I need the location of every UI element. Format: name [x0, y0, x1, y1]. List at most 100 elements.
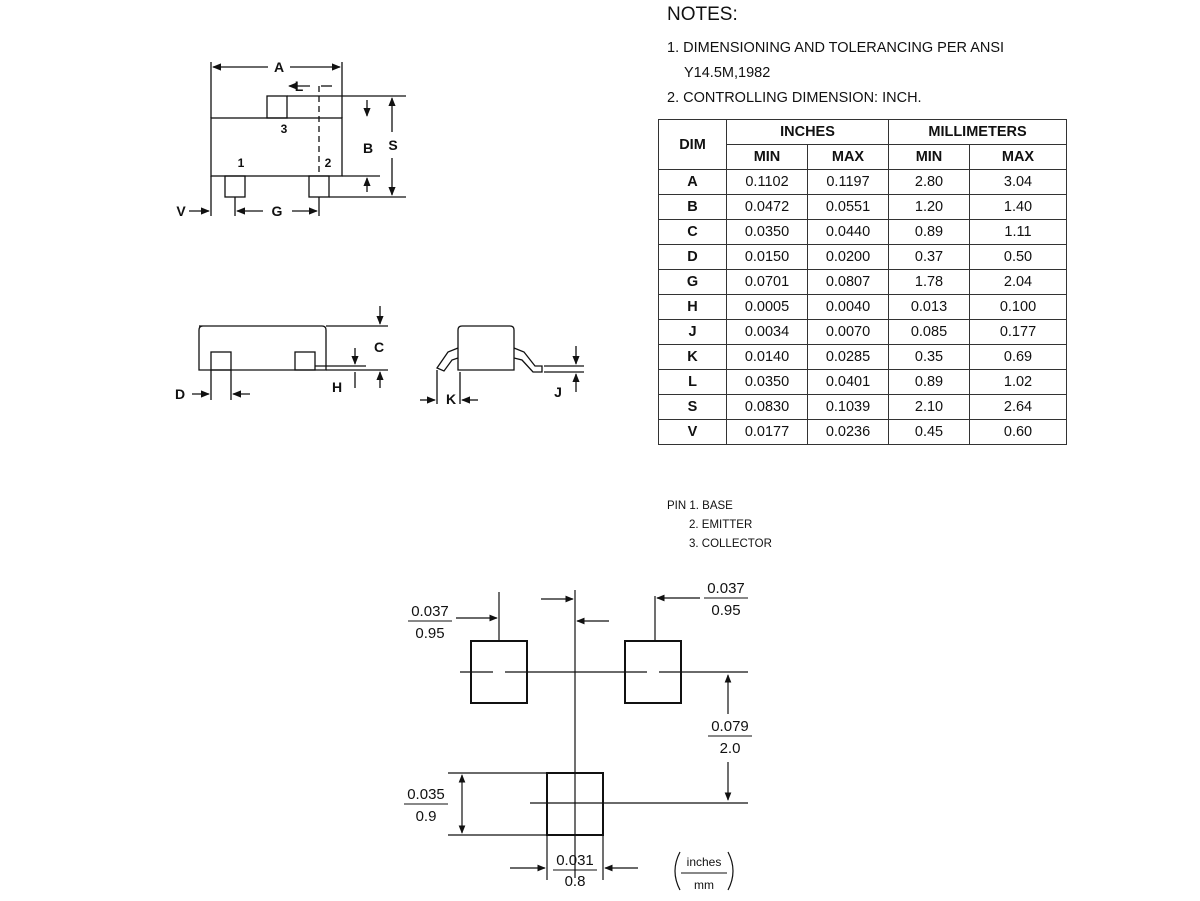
- pin-3-label: 3. COLLECTOR: [689, 538, 772, 550]
- notes-title: NOTES:: [667, 4, 738, 25]
- header-in-max: MAX: [807, 144, 889, 170]
- label-c: C: [374, 339, 384, 355]
- pin-number-2: 2: [325, 156, 332, 170]
- fp-right-pad-inches: 0.037: [707, 580, 745, 597]
- header-in-min: MIN: [726, 144, 808, 170]
- side-view-end: [420, 325, 584, 404]
- table-subheader-row: MIN MAX MIN MAX: [659, 144, 1067, 170]
- cell-dim: B: [658, 194, 727, 220]
- label-b: B: [363, 140, 373, 156]
- cell-dim: G: [658, 269, 727, 295]
- cell-in-min: 0.0140: [726, 344, 808, 370]
- label-s: S: [388, 137, 397, 153]
- header-millimeters: MILLIMETERS: [888, 119, 1067, 145]
- note-2: 2. CONTROLLING DIMENSION: INCH.: [667, 90, 922, 106]
- side-lead-left: [210, 351, 232, 371]
- cell-in-min: 0.0350: [726, 219, 808, 245]
- cell-in-min: 0.0350: [726, 369, 808, 395]
- cell-mm-max: 0.60: [969, 419, 1067, 445]
- end-body-outline: [457, 325, 515, 371]
- pin-1-label: PIN 1. BASE: [667, 500, 733, 512]
- cell-mm-min: 2.10: [888, 394, 970, 420]
- cell-dim: C: [658, 219, 727, 245]
- cell-mm-min: 0.37: [888, 244, 970, 270]
- notes-block: NOTES: 1. DIMENSIONING AND TOLERANCING P…: [667, 4, 1097, 111]
- pin-number-3: 3: [281, 122, 288, 136]
- fp-bottom-pad-mm: 0.8: [565, 873, 586, 890]
- side-body-outline: [198, 325, 327, 371]
- end-lead-left: [436, 347, 459, 372]
- cell-mm-max: 1.40: [969, 194, 1067, 220]
- top-body-outline: [210, 117, 343, 177]
- fp-units-mm: mm: [694, 878, 714, 892]
- cell-dim: D: [658, 244, 727, 270]
- cell-mm-min: 2.80: [888, 169, 970, 195]
- fp-units-inches: inches: [687, 855, 722, 869]
- label-a: A: [274, 59, 284, 75]
- fp-right-pad-mm: 0.95: [711, 602, 740, 619]
- fp-left-pad-inches: 0.037: [411, 603, 449, 620]
- cell-in-min: 0.1102: [726, 169, 808, 195]
- cell-in-max: 0.0401: [807, 369, 889, 395]
- cell-mm-min: 0.013: [888, 294, 970, 320]
- side-lead-right: [294, 351, 316, 371]
- cell-in-max: 0.0040: [807, 294, 889, 320]
- fp-units-paren-right: [727, 851, 734, 891]
- top-view: [189, 62, 406, 216]
- footprint: [404, 590, 752, 891]
- cell-dim: H: [658, 294, 727, 320]
- cell-mm-min: 0.085: [888, 319, 970, 345]
- label-h: H: [332, 379, 342, 395]
- cell-in-max: 0.0440: [807, 219, 889, 245]
- label-v: V: [176, 203, 186, 219]
- fp-pad-bottom: [546, 772, 604, 836]
- dimension-table: DIM INCHES MILLIMETERS MIN MAX MIN MAX A…: [658, 119, 1067, 445]
- cell-dim: L: [658, 369, 727, 395]
- cell-mm-max: 1.02: [969, 369, 1067, 395]
- header-dim: DIM: [658, 119, 727, 170]
- side-view-end-labels: K J: [446, 384, 562, 407]
- cell-mm-max: 2.04: [969, 269, 1067, 295]
- pin-numbers: 3 1 2: [238, 122, 332, 170]
- label-g: G: [272, 203, 283, 219]
- pin-2-label: 2. EMITTER: [689, 519, 753, 531]
- top-lead-2: [308, 175, 330, 198]
- top-view-labels: A L B S V G: [176, 59, 397, 219]
- fp-pitch-inches: 0.079: [711, 718, 749, 735]
- note-1-line-1: 1. DIMENSIONING AND TOLERANCING PER ANSI: [667, 40, 1005, 56]
- footprint-labels: 0.037 0.95 0.037 0.95 0.079 2.0 0.035 0.…: [407, 580, 749, 892]
- label-d: D: [175, 386, 185, 402]
- fp-pad-height-mm: 0.9: [416, 808, 437, 825]
- header-mm-max: MAX: [969, 144, 1067, 170]
- note-1: 1. DIMENSIONING AND TOLERANCING PER ANSI…: [667, 36, 1097, 86]
- pin-number-1: 1: [238, 156, 245, 170]
- pin-list: PIN 1. BASE 2. EMITTER 3. COLLECTOR: [667, 497, 772, 554]
- fp-pad-right: [624, 640, 682, 704]
- cell-mm-min: 1.78: [888, 269, 970, 295]
- fp-bottom-pad-inches: 0.031: [556, 852, 594, 869]
- fp-pitch-mm: 2.0: [720, 740, 741, 757]
- side-view-front: [192, 306, 388, 400]
- cell-in-max: 0.0807: [807, 269, 889, 295]
- label-j: J: [554, 384, 562, 400]
- header-mm-min: MIN: [888, 144, 970, 170]
- side-view-front-labels: C H D: [175, 339, 384, 402]
- label-l: L: [295, 78, 304, 94]
- top-lead-1: [224, 175, 246, 198]
- cell-in-max: 0.0070: [807, 319, 889, 345]
- fp-pad-height-inches: 0.035: [407, 786, 445, 803]
- cell-in-min: 0.0177: [726, 419, 808, 445]
- fp-left-pad-mm: 0.95: [415, 625, 444, 642]
- top-lead-3: [266, 95, 288, 119]
- note-1-line-2: Y14.5M,1982: [684, 65, 771, 81]
- cell-in-max: 0.0236: [807, 419, 889, 445]
- cell-mm-max: 1.11: [969, 219, 1067, 245]
- cell-mm-min: 0.35: [888, 344, 970, 370]
- end-lead-right: [513, 347, 543, 373]
